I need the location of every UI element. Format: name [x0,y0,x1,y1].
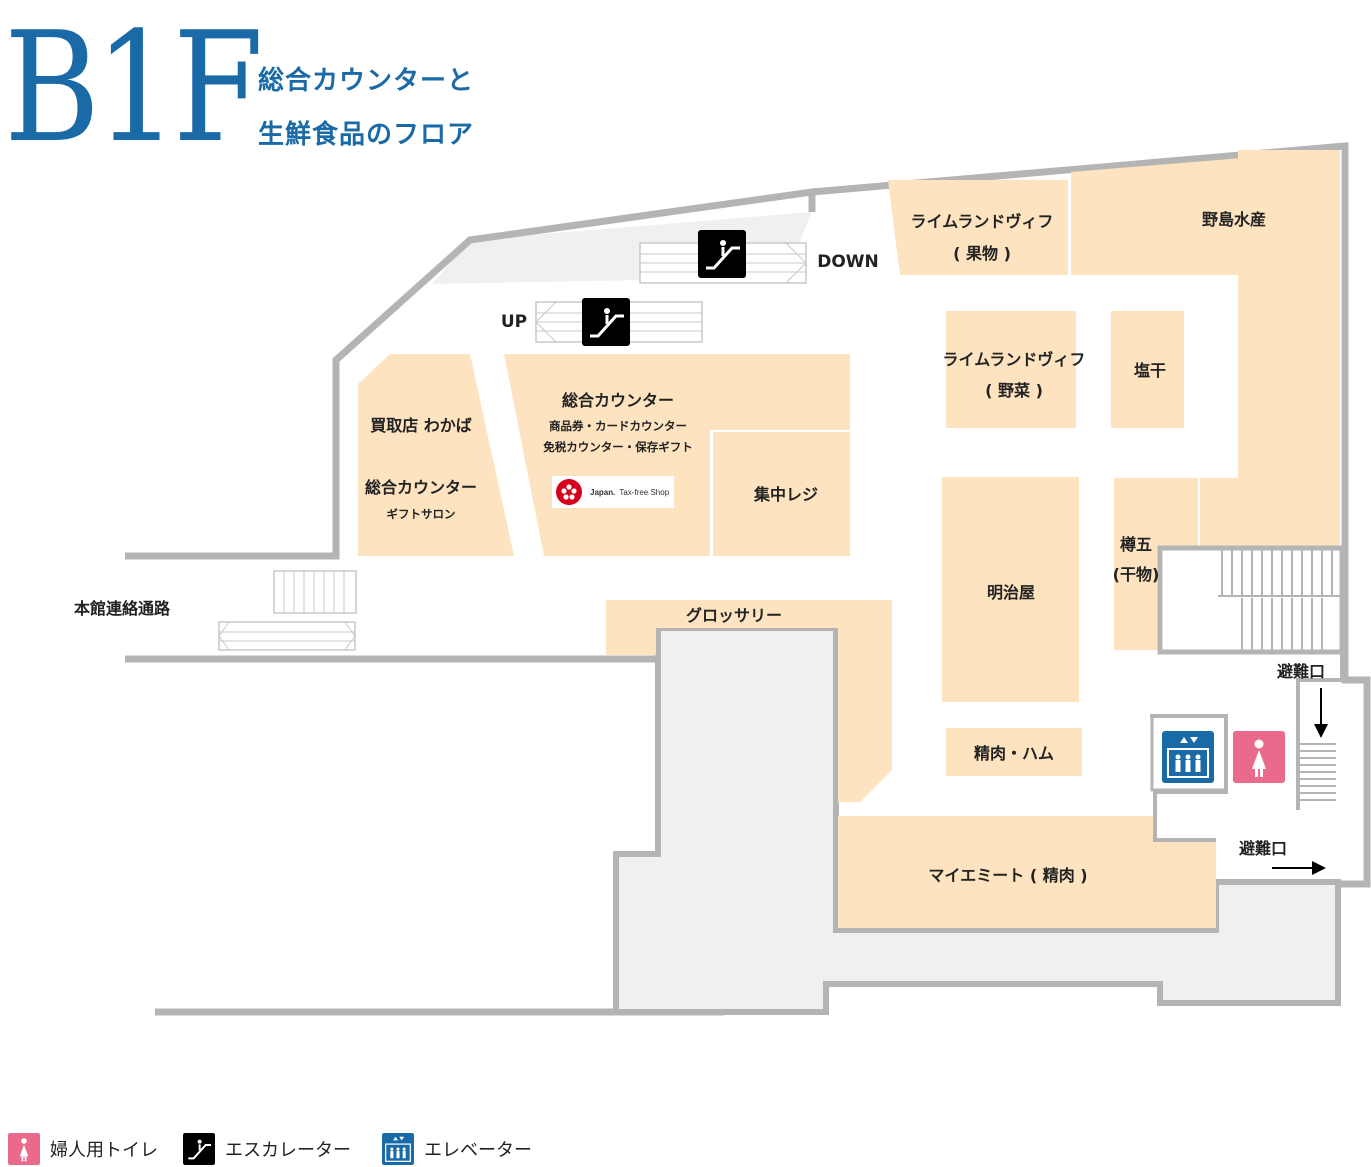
label-down: DOWN [817,252,879,272]
shop-label-lime-veg: ライムランドヴィフ [942,350,1086,369]
shop-right-column[interactable] [1238,150,1340,548]
legend-escalator: エスカレーター [183,1132,351,1166]
legend-elevator: エレベーター [382,1132,532,1166]
toilet-icon [8,1133,40,1165]
taxfree-logo-icon [556,479,582,505]
escalator-icon [698,230,746,278]
floor-title-line2: 生鮮食品のフロア [258,120,475,150]
stairs-connector [218,570,357,651]
shop-lime-veg[interactable] [946,311,1076,428]
escalator-icon [183,1133,215,1165]
shop-seiniku[interactable] [946,728,1082,776]
shop-right-lower[interactable] [1200,478,1340,548]
stairs-right [1157,545,1345,655]
shop-taruhachi[interactable] [1114,478,1198,650]
label-exit-2: 避難口 [1238,839,1288,858]
shop-register[interactable] [713,432,850,556]
shop-label-register: 集中レジ [753,485,819,504]
shop-label-gift-counter: 総合カウンター [364,478,478,497]
back-area [613,625,1341,1015]
shop-label-meijiya: 明治屋 [986,583,1036,602]
shop-label-kaitori: 買取店 わかば [370,416,472,435]
shop-label-lime-fruit: ライムランドヴィフ [910,212,1054,231]
shop-shiohoshi[interactable] [1111,311,1184,428]
stairs-exit [1296,652,1344,810]
toilet-icon [1233,731,1285,783]
shop-label-main-counter: 総合カウンター [561,391,675,410]
elevator-shaft-inner [1150,714,1228,792]
label-connector: 本館連絡通路 [73,599,171,618]
shop-label-main-counter-sub1: 商品券・カードカウンター [549,419,687,433]
shop-label-taruhachi-sub: (干物) [1112,565,1160,584]
shop-label-shiohoshi: 塩干 [1133,361,1167,380]
floor-title-line1: 総合カウンターと [258,66,475,96]
legend-toilet-label: 婦人用トイレ [50,1140,158,1161]
shop-label-myemeat: マイエミート ( 精肉 ) [928,866,1088,885]
shop-myemeat[interactable] [838,816,1216,928]
legend-escalator-label: エスカレーター [225,1140,351,1161]
exit-arrow-down [1314,688,1328,738]
label-up: UP [500,312,528,332]
elevator-icon [1162,731,1214,783]
shop-kaitori[interactable] [358,354,514,556]
label-exit-1: 避難口 [1276,662,1326,681]
shop-meijiya[interactable] [942,477,1079,702]
shop-grocery[interactable] [606,600,892,802]
floor-code: B1F [4,0,264,176]
legend-toilet: 婦人用トイレ [8,1132,158,1166]
taxfree-brand: Japan. [590,487,616,497]
shop-label-grocery: グロッサリー [685,606,783,625]
exit-arrow-right [1272,861,1326,875]
taxfree-badge: Japan. Tax-free Shop [552,476,674,508]
legend-elevator-label: エレベーター [424,1140,532,1161]
outer-wall-top [125,187,816,560]
elevator-icon [382,1133,414,1165]
escalator-icon [582,298,630,346]
shop-label-lime-fruit-sub: ( 果物 ) [953,244,1011,263]
shop-label-gift-salon: ギフトサロン [386,507,456,521]
shop-label-taruhachi: 樽五 [1119,535,1153,554]
shop-lime-fruit[interactable] [888,180,1068,275]
shop-label-lime-veg-sub: ( 野菜 ) [985,381,1043,400]
shop-label-main-counter-sub2: 免税カウンター・保存ギフト [543,440,693,454]
taxfree-text: Tax-free Shop [619,487,670,497]
shop-label-nojima: 野島水産 [1201,210,1267,229]
shop-label-seiniku: 精肉・ハム [973,744,1055,763]
